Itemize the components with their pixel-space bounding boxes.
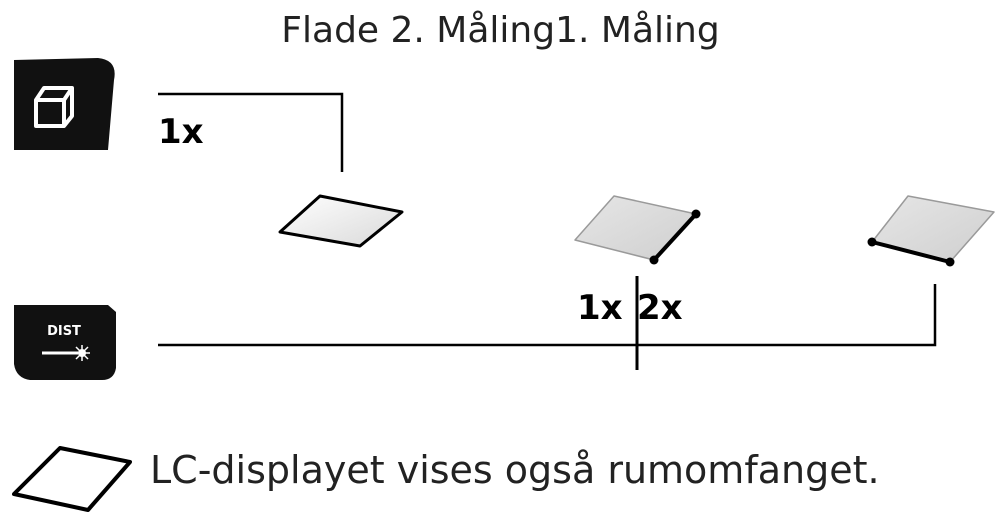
dist-button[interactable]: DIST xyxy=(14,305,116,380)
area-connector-line xyxy=(158,92,344,172)
area-button[interactable] xyxy=(14,58,115,150)
area-step-second-measurement xyxy=(867,195,995,267)
dist-connector-line xyxy=(158,284,937,347)
laser-distance-icon xyxy=(42,345,90,361)
area-press-count: 1x xyxy=(158,112,204,152)
area-mode-icon xyxy=(34,86,74,128)
rhombus-outline-icon xyxy=(12,446,132,512)
area-step-initial xyxy=(278,194,404,248)
dist-press-count-first: 1x xyxy=(577,288,623,328)
diagram-title: Flade 2. Måling1. Måling xyxy=(281,10,720,51)
dist-button-label: DIST xyxy=(47,324,81,339)
dist-press-count-second: 2x xyxy=(637,288,683,328)
legend-text: LC-displayet vises også rumomfanget. xyxy=(150,448,880,492)
area-step-first-measurement xyxy=(574,195,701,265)
